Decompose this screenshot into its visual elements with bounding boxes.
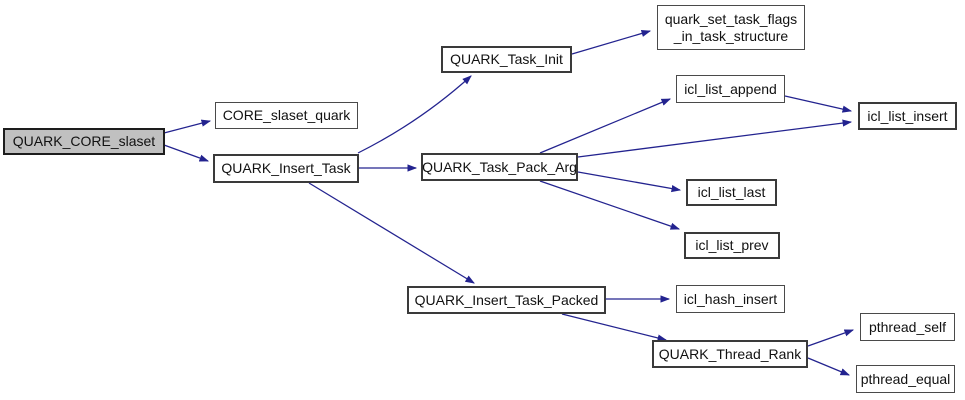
graph-node-icl-list-append[interactable]: icl_list_append [676, 75, 785, 103]
graph-node-quark-task-init[interactable]: QUARK_Task_Init [441, 46, 572, 73]
call-edge-quark-insert-task-packed-to-quark-thread-rank [561, 313, 668, 342]
call-edge-quark-insert-task-to-quark-insert-task-packed [308, 182, 475, 284]
call-edge-quark-thread-rank-to-pthread-self [807, 329, 855, 347]
graph-node-core-slaset-quark[interactable]: CORE_slaset_quark [215, 102, 358, 129]
call-edge-quark-task-pack-arg-to-icl-list-insert [577, 119, 853, 158]
call-edge-icl-list-append-to-icl-list-insert [784, 95, 853, 113]
graph-node-quark-thread-rank[interactable]: QUARK_Thread_Rank [652, 340, 808, 368]
graph-node-icl-list-last[interactable]: icl_list_last [686, 179, 777, 206]
call-edge-quark-core-slaset-to-core-slaset-quark [163, 119, 212, 134]
call-edge-quark-task-pack-arg-to-icl-list-last [577, 171, 682, 193]
call-edge-quark-task-pack-arg-to-icl-list-append [539, 98, 672, 154]
call-edge-quark-thread-rank-to-pthread-equal [807, 357, 851, 376]
graph-node-pthread-self[interactable]: pthread_self [860, 313, 955, 341]
graph-node-icl-list-prev[interactable]: icl_list_prev [684, 232, 780, 259]
graph-node-quark-task-pack-arg[interactable]: QUARK_Task_Pack_Arg [421, 153, 578, 181]
graph-node-icl-list-insert[interactable]: icl_list_insert [858, 102, 957, 130]
call-edge-quark-task-init-to-quark-set-task-flags [571, 29, 652, 55]
graph-node-quark-insert-task-packed[interactable]: QUARK_Insert_Task_Packed [407, 286, 606, 314]
graph-node-quark-set-task-flags[interactable]: quark_set_task_flags _in_task_structure [657, 5, 805, 50]
graph-node-quark-core-slaset: QUARK_CORE_slaset [3, 128, 165, 155]
call-edge-quark-task-pack-arg-to-icl-list-prev [539, 180, 681, 230]
call-edge-quark-insert-task-to-quark-task-init [357, 75, 472, 154]
call-edge-quark-core-slaset-to-quark-insert-task [163, 144, 210, 162]
graph-node-pthread-equal[interactable]: pthread_equal [856, 365, 955, 393]
graph-node-quark-insert-task[interactable]: QUARK_Insert_Task [213, 154, 359, 183]
graph-node-icl-hash-insert[interactable]: icl_hash_insert [676, 285, 785, 313]
